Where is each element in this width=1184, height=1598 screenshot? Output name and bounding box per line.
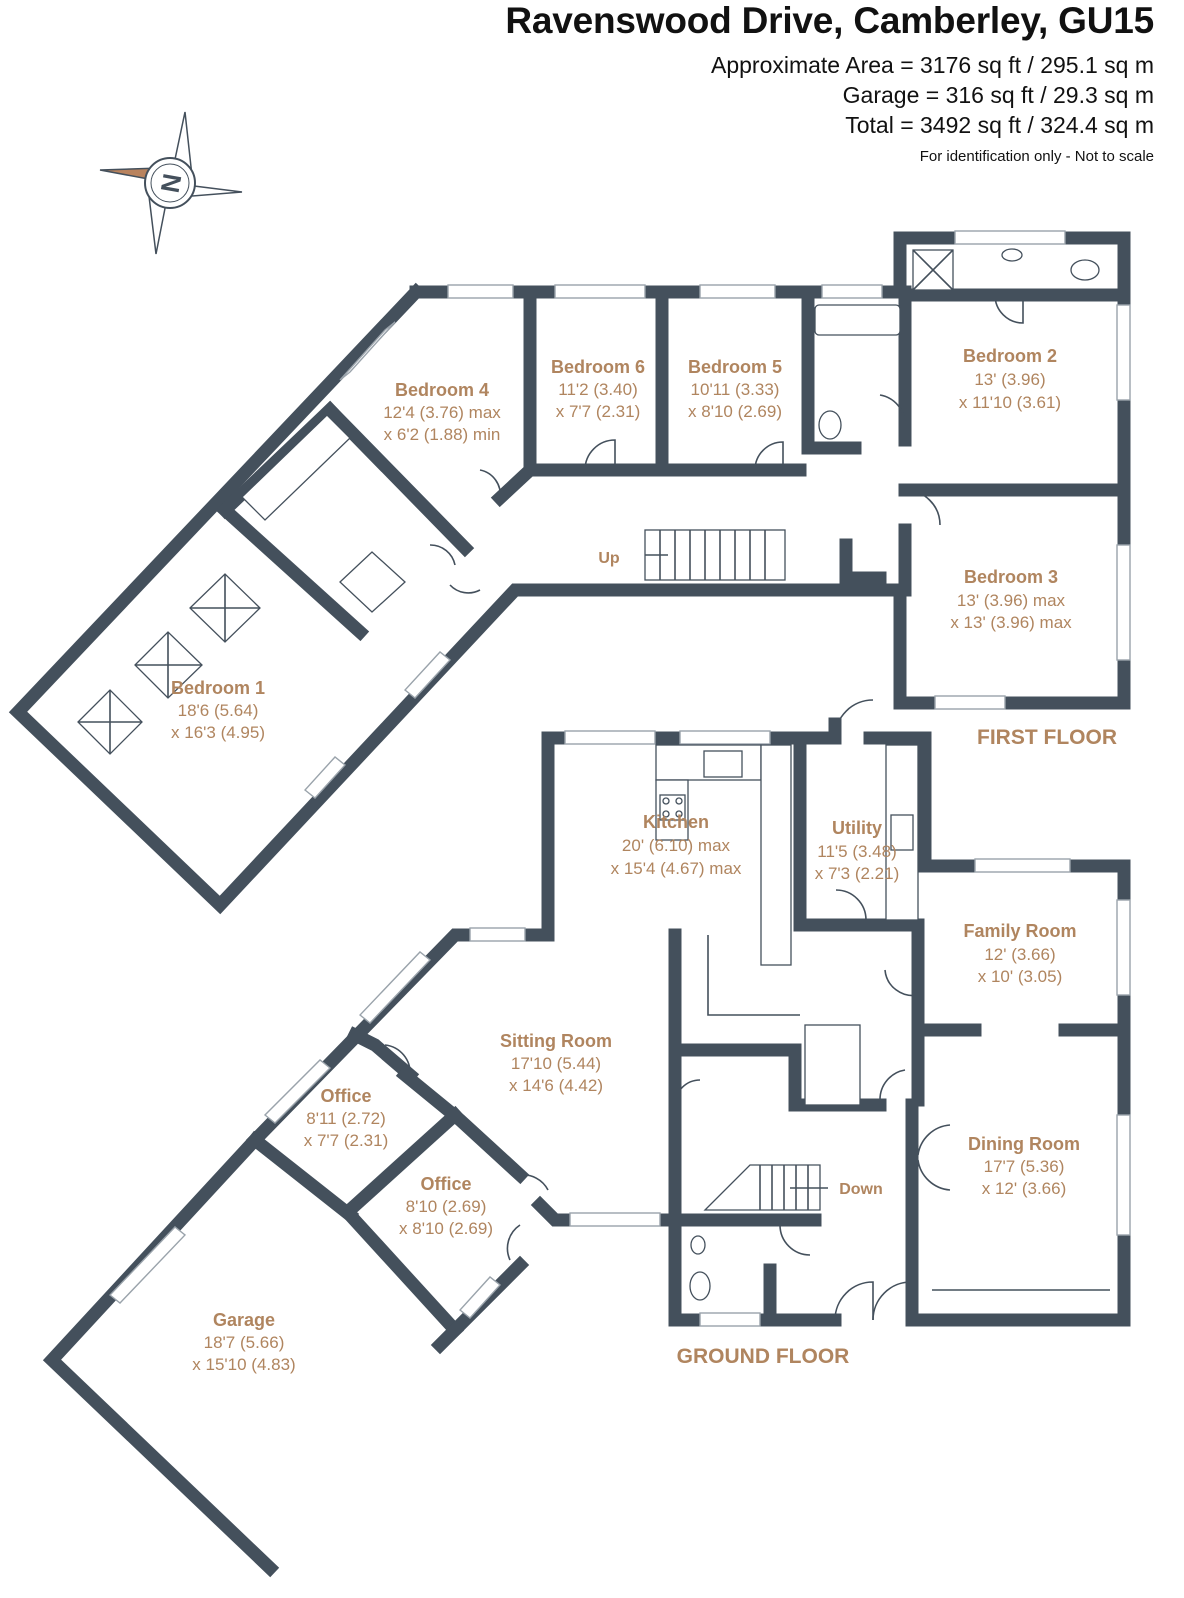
- svg-text:Office: Office: [320, 1086, 371, 1106]
- svg-text:17'7 (5.36): 17'7 (5.36): [984, 1157, 1065, 1176]
- svg-text:18'7 (5.66): 18'7 (5.66): [204, 1333, 285, 1352]
- room-bedroom-5: Bedroom 5 10'11 (3.33) x 8'10 (2.69): [688, 357, 782, 421]
- room-bedroom-2: Bedroom 2 13' (3.96) x 11'10 (3.61): [959, 346, 1061, 412]
- svg-text:13' (3.96): 13' (3.96): [974, 370, 1045, 389]
- scale-disclaimer: For identification only - Not to scale: [919, 148, 1154, 165]
- svg-text:x 8'10 (2.69): x 8'10 (2.69): [688, 402, 782, 421]
- first-floor-fixtures: [77, 248, 1100, 755]
- room-office-2: Office 8'10 (2.69) x 8'10 (2.69): [399, 1174, 493, 1238]
- svg-text:x 16'3 (4.95): x 16'3 (4.95): [171, 723, 265, 742]
- room-office-1: Office 8'11 (2.72) x 7'7 (2.31): [304, 1086, 389, 1150]
- room-garage: Garage 18'7 (5.66) x 15'10 (4.83): [192, 1310, 295, 1374]
- shower-tray-icon: [339, 551, 406, 613]
- room-family-room: Family Room 12' (3.66) x 10' (3.05): [963, 921, 1076, 986]
- compass-rose-icon: N: [99, 111, 243, 255]
- total-area: Total = 3492 sq ft / 324.4 sq m: [845, 112, 1154, 138]
- svg-text:12' (3.66): 12' (3.66): [984, 945, 1055, 964]
- ground-floor-labels: Kitchen 20' (6.10) max x 15'4 (4.67) max…: [192, 812, 1080, 1374]
- svg-text:x 7'3 (2.21): x 7'3 (2.21): [815, 864, 900, 883]
- room-sitting-room: Sitting Room 17'10 (5.44) x 14'6 (4.42): [500, 1031, 612, 1095]
- svg-text:x 8'10 (2.69): x 8'10 (2.69): [399, 1219, 493, 1238]
- svg-text:x 13' (3.96) max: x 13' (3.96) max: [950, 613, 1072, 632]
- svg-text:Bedroom 5: Bedroom 5: [688, 357, 782, 377]
- svg-text:11'2 (3.40): 11'2 (3.40): [558, 380, 637, 399]
- svg-text:10'11 (3.33): 10'11 (3.33): [691, 380, 780, 399]
- ground-floor-fixtures: [384, 699, 1110, 1321]
- compass-north-letter: N: [155, 171, 188, 195]
- room-dining-room: Dining Room 17'7 (5.36) x 12' (3.66): [968, 1134, 1080, 1198]
- sink-icon: [703, 750, 743, 778]
- svg-text:20' (6.10) max: 20' (6.10) max: [622, 836, 731, 855]
- staircase-down: [703, 1164, 828, 1211]
- stairs-down-label: Down: [839, 1181, 883, 1198]
- first-floor-labels: Bedroom 4 12'4 (3.76) max x 6'2 (1.88) m…: [171, 346, 1117, 749]
- sink-icon: [890, 814, 914, 851]
- svg-text:Family Room: Family Room: [963, 921, 1076, 941]
- ground-floor-walls: [42, 717, 1131, 1578]
- svg-text:x 15'10 (4.83): x 15'10 (4.83): [192, 1355, 295, 1374]
- basin-icon: [1001, 248, 1023, 262]
- svg-text:Garage: Garage: [213, 1310, 275, 1330]
- svg-text:Bedroom 2: Bedroom 2: [963, 346, 1057, 366]
- svg-text:x 6'2 (1.88) min: x 6'2 (1.88) min: [384, 425, 501, 444]
- ground-floor-label: GROUND FLOOR: [677, 1345, 850, 1368]
- room-utility: Utility 11'5 (3.48) x 7'3 (2.21): [815, 818, 900, 883]
- svg-text:x 11'10 (3.61): x 11'10 (3.61): [959, 393, 1061, 412]
- svg-text:x 10' (3.05): x 10' (3.05): [978, 967, 1063, 986]
- approximate-area: Approximate Area = 3176 sq ft / 295.1 sq…: [710, 52, 1154, 78]
- svg-text:Office: Office: [420, 1174, 471, 1194]
- svg-text:17'10 (5.44): 17'10 (5.44): [511, 1054, 601, 1073]
- svg-text:x 12' (3.66): x 12' (3.66): [982, 1179, 1067, 1198]
- svg-text:x 7'7 (2.31): x 7'7 (2.31): [556, 402, 641, 421]
- bath-icon: [814, 304, 901, 336]
- svg-text:Bedroom 1: Bedroom 1: [171, 678, 265, 698]
- svg-text:Dining Room: Dining Room: [968, 1134, 1080, 1154]
- first-floor-windows: [303, 230, 1131, 799]
- basin-icon: [690, 1235, 706, 1255]
- stairs-up-label: Up: [598, 550, 620, 567]
- toilet-icon: [1070, 259, 1100, 281]
- svg-text:Bedroom 3: Bedroom 3: [964, 567, 1058, 587]
- svg-text:x 15'4 (4.67) max: x 15'4 (4.67) max: [611, 859, 742, 878]
- svg-text:18'6 (5.64): 18'6 (5.64): [178, 701, 259, 720]
- toilet-icon: [818, 410, 842, 440]
- room-bedroom-6: Bedroom 6 11'2 (3.40) x 7'7 (2.31): [551, 357, 645, 421]
- first-floor-walls: [8, 231, 1131, 915]
- staircase-up: [644, 529, 786, 581]
- svg-text:x 7'7 (2.31): x 7'7 (2.31): [304, 1131, 389, 1150]
- svg-text:8'10 (2.69): 8'10 (2.69): [406, 1197, 487, 1216]
- svg-text:x 14'6 (4.42): x 14'6 (4.42): [509, 1076, 603, 1095]
- room-kitchen: Kitchen 20' (6.10) max x 15'4 (4.67) max: [611, 812, 742, 878]
- toilet-icon: [689, 1271, 711, 1301]
- svg-text:11'5 (3.48): 11'5 (3.48): [817, 842, 896, 861]
- svg-text:Bedroom 6: Bedroom 6: [551, 357, 645, 377]
- svg-text:8'11 (2.72): 8'11 (2.72): [306, 1109, 385, 1128]
- room-bedroom-3: Bedroom 3 13' (3.96) max x 13' (3.96) ma…: [950, 567, 1072, 632]
- property-title: Ravenswood Drive, Camberley, GU15: [505, 0, 1154, 41]
- svg-text:Bedroom 4: Bedroom 4: [395, 380, 489, 400]
- svg-text:Kitchen: Kitchen: [643, 812, 709, 832]
- svg-text:Sitting Room: Sitting Room: [500, 1031, 612, 1051]
- svg-text:Utility: Utility: [832, 818, 882, 838]
- svg-text:13' (3.96) max: 13' (3.96) max: [957, 591, 1066, 610]
- room-bedroom-1: Bedroom 1 18'6 (5.64) x 16'3 (4.95): [171, 678, 265, 742]
- first-floor-label: FIRST FLOOR: [977, 726, 1117, 749]
- garage-area: Garage = 316 sq ft / 29.3 sq m: [842, 82, 1154, 108]
- room-bedroom-4: Bedroom 4 12'4 (3.76) max x 6'2 (1.88) m…: [383, 380, 501, 444]
- ground-floor-windows: [108, 730, 1131, 1327]
- svg-text:12'4 (3.76) max: 12'4 (3.76) max: [383, 403, 501, 422]
